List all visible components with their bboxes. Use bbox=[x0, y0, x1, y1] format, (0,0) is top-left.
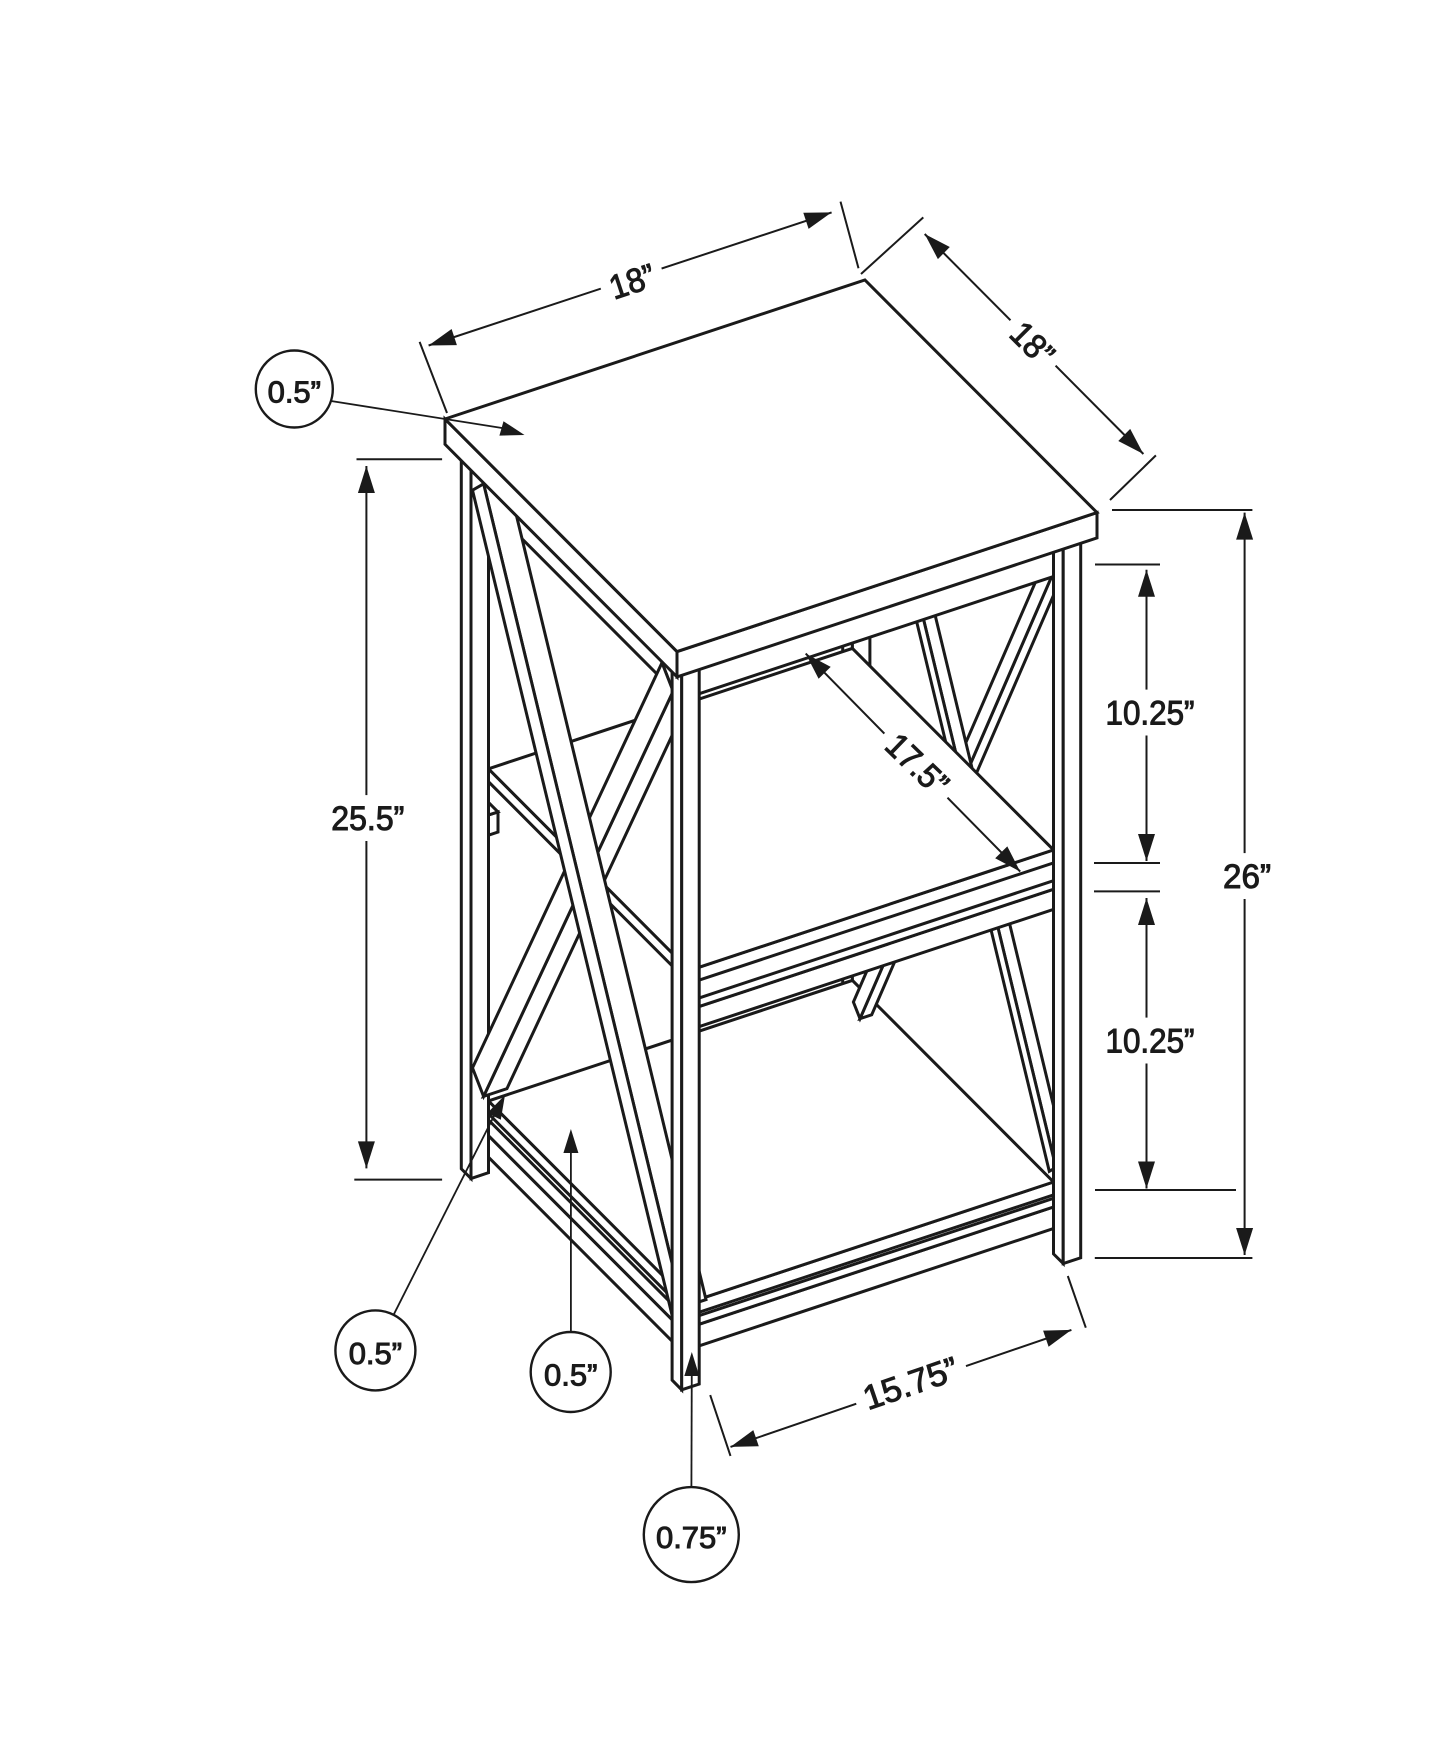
svg-text:0.5”: 0.5” bbox=[349, 1336, 402, 1371]
svg-text:0.5”: 0.5” bbox=[544, 1358, 597, 1393]
svg-text:10.25”: 10.25” bbox=[1106, 1023, 1195, 1061]
svg-text:0.5”: 0.5” bbox=[268, 375, 321, 410]
svg-text:26”: 26” bbox=[1223, 858, 1271, 896]
svg-text:10.25”: 10.25” bbox=[1106, 695, 1195, 733]
svg-text:25.5”: 25.5” bbox=[331, 800, 404, 838]
svg-text:0.75”: 0.75” bbox=[656, 1520, 727, 1555]
